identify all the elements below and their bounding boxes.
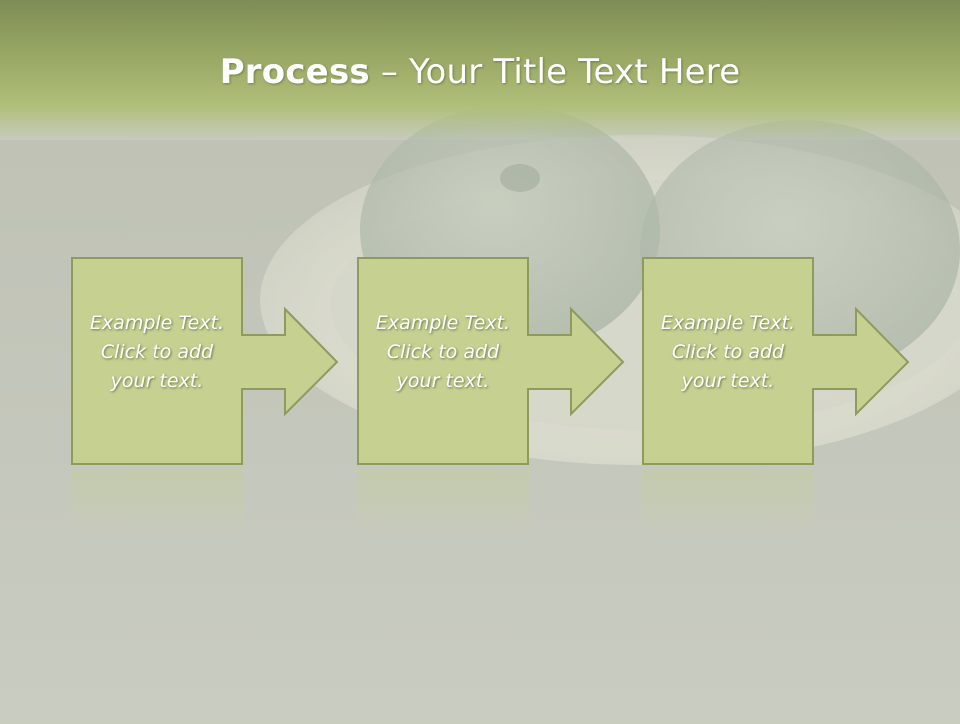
- step-box: [71, 257, 243, 465]
- step-box: [642, 257, 814, 465]
- step-text-line: your text.: [681, 370, 775, 392]
- step-reflection: [642, 469, 814, 539]
- slide-title[interactable]: Process – Your Title Text Here: [0, 52, 960, 92]
- step-text[interactable]: Example Text. Click to add your text.: [79, 309, 235, 396]
- step-text-line: Click to add: [100, 341, 214, 363]
- step-text[interactable]: Example Text. Click to add your text.: [650, 309, 806, 396]
- process-step-3[interactable]: Example Text. Click to add your text.: [642, 257, 910, 539]
- step-box: [357, 257, 529, 465]
- process-step-1[interactable]: Example Text. Click to add your text.: [71, 257, 339, 539]
- process-step-2[interactable]: Example Text. Click to add your text.: [357, 257, 625, 539]
- step-reflection: [357, 469, 529, 539]
- title-rest: – Your Title Text Here: [369, 52, 741, 92]
- step-text-line: Example Text.: [660, 312, 796, 334]
- step-arrow-shape: [811, 306, 910, 417]
- step-text[interactable]: Example Text. Click to add your text.: [365, 309, 521, 396]
- step-reflection: [71, 469, 243, 539]
- step-text-line: your text.: [396, 370, 490, 392]
- step-arrow-shape: [240, 306, 339, 417]
- step-arrow-shape: [526, 306, 625, 417]
- step-text-line: Click to add: [671, 341, 785, 363]
- step-text-line: Click to add: [386, 341, 500, 363]
- title-bar: [0, 0, 960, 140]
- step-text-line: Example Text.: [375, 312, 511, 334]
- title-bold: Process: [219, 52, 370, 92]
- step-text-line: your text.: [110, 370, 204, 392]
- step-text-line: Example Text.: [89, 312, 225, 334]
